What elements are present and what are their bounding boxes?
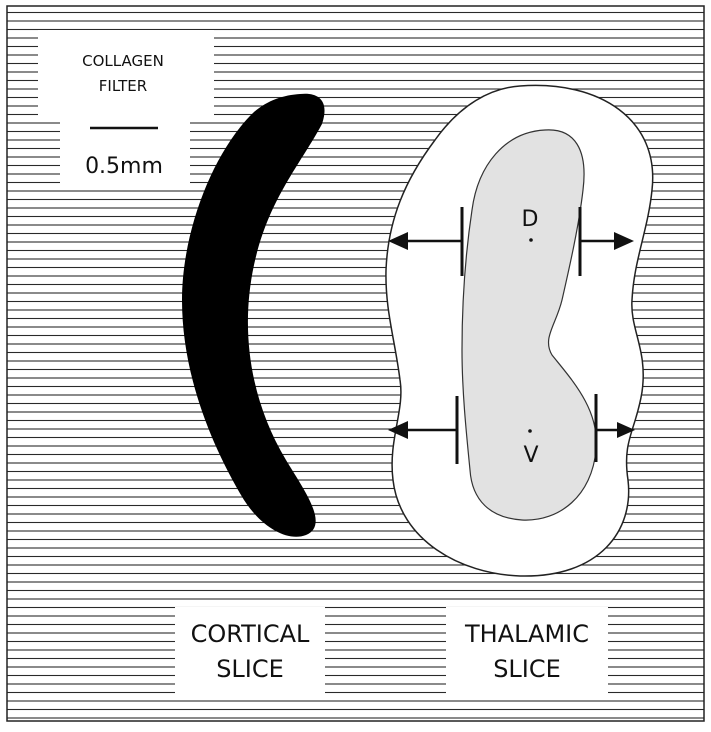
thalamic-label-line1: THALAMIC <box>464 620 589 648</box>
filter-label-line1: COLLAGEN <box>82 52 164 70</box>
ventral-label: V <box>523 443 538 468</box>
thalamic-label-line2: SLICE <box>493 655 561 683</box>
dorsal-label: D <box>522 207 539 232</box>
scale-bar-label: 0.5mm <box>85 154 163 179</box>
ventral-marker <box>528 429 532 433</box>
dorsal-marker <box>529 238 533 242</box>
cortical-label-line2: SLICE <box>216 655 284 683</box>
cortical-label-line1: CORTICAL <box>191 620 310 648</box>
filter-label-line2: FILTER <box>99 77 147 95</box>
filter-label-box <box>38 30 214 116</box>
